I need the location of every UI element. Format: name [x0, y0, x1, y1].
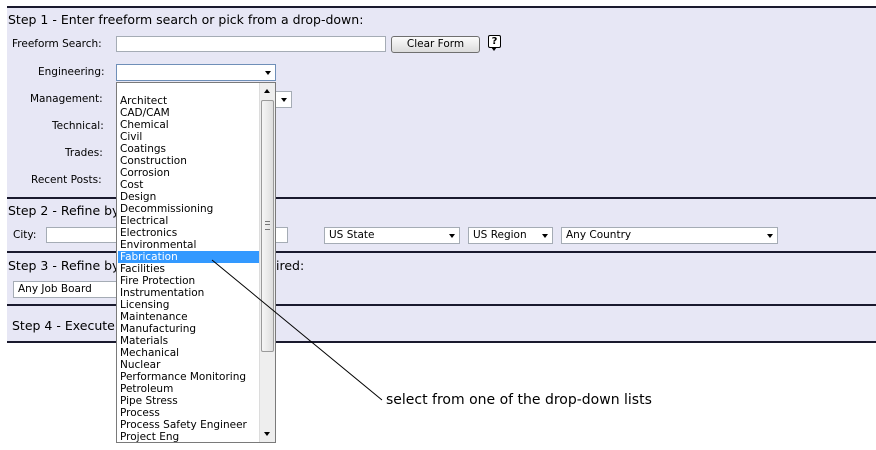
- freeform-search-label: Freeform Search:: [12, 38, 102, 50]
- dropdown-option[interactable]: Design: [120, 191, 157, 203]
- dropdown-option[interactable]: Licensing: [120, 299, 170, 311]
- scroll-up-arrow-icon[interactable]: [264, 89, 270, 93]
- dropdown-option[interactable]: Environmental: [120, 239, 197, 251]
- city-label: City:: [13, 229, 37, 241]
- engineering-label: Engineering:: [38, 66, 105, 78]
- engineering-select[interactable]: [116, 64, 276, 81]
- chevron-down-icon: [265, 71, 271, 75]
- dropdown-option[interactable]: Manufacturing: [120, 323, 197, 335]
- us-region-select-value: US Region: [473, 229, 527, 241]
- dropdown-option[interactable]: Process Safety Engineer: [120, 419, 247, 431]
- country-select-value: Any Country: [566, 229, 632, 241]
- dropdown-option[interactable]: Process: [120, 407, 160, 419]
- job-board-select-value: Any Job Board: [18, 283, 92, 295]
- step2-title: Step 2 - Refine by: [8, 203, 120, 218]
- chevron-down-icon: [281, 98, 287, 102]
- step4-title: Step 4 - Execute: [12, 318, 115, 333]
- step3-title-continued: ired:: [276, 258, 305, 273]
- dropdown-option[interactable]: Construction: [120, 155, 187, 167]
- technical-label: Technical:: [52, 120, 104, 132]
- step2-top-rule: [7, 197, 876, 199]
- step3-title: Step 3 - Refine by: [8, 258, 120, 273]
- recent-posts-label: Recent Posts:: [31, 174, 102, 186]
- step1-top-rule: [7, 6, 876, 8]
- step1-title: Step 1 - Enter freeform search or pick f…: [8, 12, 364, 27]
- dropdown-option[interactable]: Chemical: [120, 119, 169, 131]
- dropdown-option[interactable]: Nuclear: [120, 359, 161, 371]
- dropdown-option[interactable]: Maintenance: [120, 311, 188, 323]
- callout-pointer: [211, 259, 383, 401]
- us-region-select[interactable]: US Region: [468, 227, 553, 244]
- chevron-down-icon: [767, 234, 773, 238]
- dropdown-option[interactable]: Decommissioning: [120, 203, 214, 215]
- step3-top-rule: [7, 251, 876, 253]
- dropdown-option[interactable]: Coatings: [120, 143, 167, 155]
- dropdown-option[interactable]: Corrosion: [120, 167, 170, 179]
- job-board-select[interactable]: Any Job Board: [13, 281, 123, 298]
- dropdown-option[interactable]: Project Eng: [120, 431, 180, 443]
- us-state-select-value: US State: [329, 229, 375, 241]
- grip-icon: [265, 221, 270, 230]
- dropdown-option[interactable]: Pipe Stress: [120, 395, 178, 407]
- trades-label: Trades:: [65, 147, 103, 159]
- dropdown-option[interactable]: Electronics: [120, 227, 178, 239]
- chevron-down-icon: [449, 234, 455, 238]
- step4-bottom-rule: [7, 341, 876, 343]
- dropdown-option[interactable]: Materials: [120, 335, 169, 347]
- scrollbar-thumb[interactable]: [261, 100, 274, 352]
- dropdown-option[interactable]: Fire Protection: [120, 275, 196, 287]
- dropdown-option[interactable]: Civil: [120, 131, 143, 143]
- scroll-down-arrow-icon[interactable]: [264, 432, 270, 436]
- dropdown-option[interactable]: Fabrication: [118, 251, 260, 263]
- dropdown-option[interactable]: Instrumentation: [120, 287, 205, 299]
- management-label: Management:: [30, 93, 103, 105]
- help-icon[interactable]: ?: [488, 35, 501, 51]
- us-state-select[interactable]: US State: [324, 227, 460, 244]
- dropdown-option[interactable]: Architect: [120, 95, 168, 107]
- dropdown-option[interactable]: Electrical: [120, 215, 169, 227]
- chevron-down-icon: [542, 234, 548, 238]
- annotation-text: select from one of the drop-down lists: [386, 392, 652, 408]
- freeform-search-input[interactable]: [116, 36, 386, 52]
- dropdown-option[interactable]: Facilities: [120, 263, 165, 275]
- dropdown-option[interactable]: Cost: [120, 179, 144, 191]
- dropdown-option[interactable]: Mechanical: [120, 347, 180, 359]
- dropdown-scrollbar[interactable]: [259, 83, 275, 442]
- dropdown-option[interactable]: CAD/CAM: [120, 107, 170, 119]
- dropdown-option[interactable]: Petroleum: [120, 383, 174, 395]
- dropdown-option[interactable]: Performance Monitoring: [120, 371, 247, 383]
- clear-form-button[interactable]: Clear Form: [391, 36, 480, 53]
- country-select[interactable]: Any Country: [561, 227, 778, 244]
- step4-top-rule: [7, 304, 876, 306]
